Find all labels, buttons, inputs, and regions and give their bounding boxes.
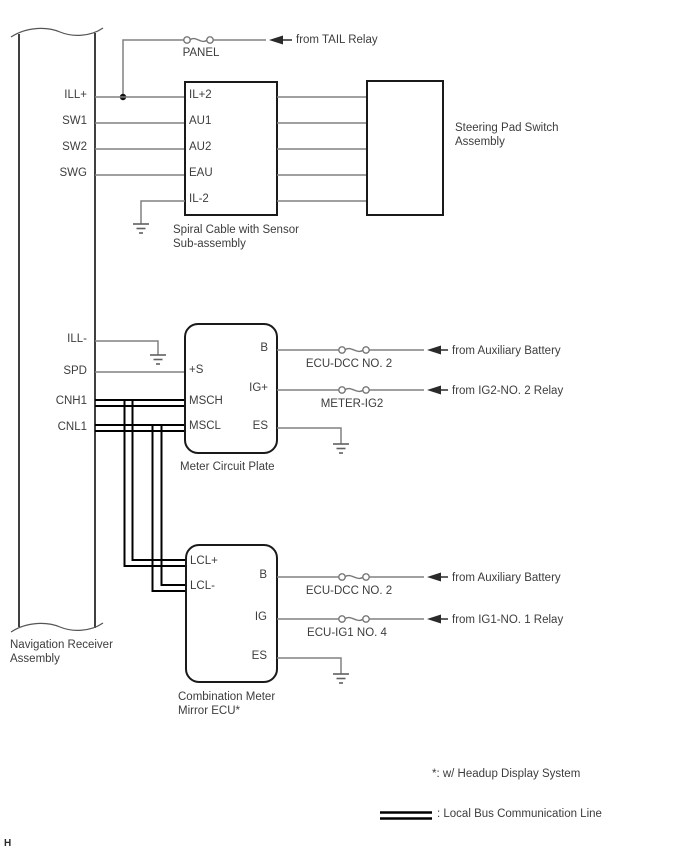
- meter-ig-source-label: from IG2-NO. 2 Relay: [452, 385, 563, 397]
- meter-circuit-plate-label: Meter Circuit Plate: [180, 461, 275, 473]
- pin-ill-minus: ILL-: [67, 333, 87, 345]
- headup-note: *: w/ Headup Display System: [432, 768, 580, 780]
- ill-minus-ground: [95, 340, 166, 365]
- local-bus-lines: [95, 399, 187, 592]
- ground-icon: [133, 223, 149, 234]
- combination-b-circuit: ECU-DCC NO. 2 from Auxiliary Battery: [277, 572, 561, 597]
- break-line-top: [10, 27, 104, 38]
- page-marker: H: [4, 838, 11, 849]
- meter-b-circuit: ECU-DCC NO. 2 from Auxiliary Battery: [277, 345, 561, 370]
- fuse-terminal: [206, 36, 214, 44]
- local-bus-legend-icon: [380, 811, 432, 820]
- pin-sw1: SW1: [62, 115, 87, 127]
- pin-au2: AU2: [189, 141, 211, 153]
- spiral-cable-label-2: Sub-assembly: [173, 238, 246, 250]
- pin-cnh1: CNH1: [56, 395, 87, 407]
- pin-lcl-plus: LCL+: [190, 555, 218, 567]
- fuse-element: [344, 347, 364, 353]
- pin-swg: SWG: [60, 167, 88, 179]
- fuse-element: [344, 616, 364, 622]
- ground-icon: [333, 443, 349, 454]
- combination-ig-source-label: from IG1-NO. 1 Relay: [452, 614, 563, 626]
- pin-meter-es: ES: [253, 420, 269, 432]
- pin-plus-s: +S: [189, 364, 204, 376]
- pin-il-minus2: IL-2: [189, 193, 209, 205]
- fuse-element: [344, 574, 364, 580]
- combination-meter-label-2: Mirror ECU*: [178, 705, 240, 717]
- pin-mscl: MSCL: [189, 420, 222, 432]
- pin-combi-ig: IG: [255, 611, 267, 623]
- local-bus-legend-label: : Local Bus Communication Line: [437, 808, 602, 820]
- combination-es-ground: [277, 657, 349, 684]
- pin-cnl1: CNL1: [58, 421, 87, 433]
- combination-meter-box: LCL+ LCL- B IG ES Combination Meter Mirr…: [178, 544, 278, 717]
- panel-fuse-label: PANEL: [183, 47, 220, 59]
- combination-ig-fuse-label: ECU-IG1 NO. 4: [307, 627, 387, 639]
- fuse-terminal: [362, 346, 370, 354]
- navigation-receiver-box: Navigation Receiver Assembly: [10, 27, 113, 665]
- combination-b-source-label: from Auxiliary Battery: [452, 572, 561, 584]
- arrow-left-icon: [427, 572, 441, 582]
- steering-pad-label-1: Steering Pad Switch: [455, 122, 559, 134]
- fuse-terminal: [362, 573, 370, 581]
- pin-lcl-minus: LCL-: [190, 580, 215, 592]
- steering-pad-label-2: Assembly: [455, 136, 505, 148]
- navigation-receiver-label-1: Navigation Receiver: [10, 639, 113, 651]
- meter-b-fuse-label: ECU-DCC NO. 2: [306, 358, 392, 370]
- combination-meter-label-1: Combination Meter: [178, 691, 275, 703]
- fuse-terminal: [338, 346, 346, 354]
- arrow-left-icon: [427, 614, 441, 624]
- fuse-terminal: [183, 36, 191, 44]
- nav-to-spiral-wires: [95, 96, 185, 176]
- fuse-element: [344, 387, 364, 393]
- navigation-receiver-pins: ILL+ SW1 SW2 SWG ILL- SPD CNH1 CNL1: [56, 89, 88, 433]
- meter-circuit-plate-box: +S MSCH MSCL B IG+ ES Meter Circuit Plat…: [180, 323, 278, 473]
- tail-relay-circuit: PANEL from TAIL Relay: [119, 34, 378, 101]
- pin-combi-es: ES: [252, 650, 268, 662]
- pin-meter-ig-plus: IG+: [249, 382, 268, 394]
- arrow-left-icon: [427, 345, 441, 355]
- tail-relay-source-label: from TAIL Relay: [296, 34, 378, 46]
- combination-ig-circuit: ECU-IG1 NO. 4 from IG1-NO. 1 Relay: [277, 614, 563, 639]
- pin-spd: SPD: [63, 365, 87, 377]
- fuse-terminal: [362, 615, 370, 623]
- pin-eau: EAU: [189, 167, 213, 179]
- pin-meter-b: B: [260, 342, 268, 354]
- navigation-receiver-label-2: Assembly: [10, 653, 60, 665]
- il-minus2-ground: [133, 200, 185, 234]
- fuse-terminal: [362, 386, 370, 394]
- break-line-bottom: [10, 622, 104, 633]
- pin-msch: MSCH: [189, 395, 223, 407]
- spiral-to-steering-wires: [277, 96, 367, 202]
- meter-b-source-label: from Auxiliary Battery: [452, 345, 561, 357]
- pin-au1: AU1: [189, 115, 211, 127]
- footnotes: *: w/ Headup Display System : Local Bus …: [380, 768, 602, 820]
- fuse-terminal: [338, 573, 346, 581]
- meter-ig-circuit: METER-IG2 from IG2-NO. 2 Relay: [277, 385, 563, 410]
- pin-il-plus2: IL+2: [189, 89, 212, 101]
- spiral-cable-label-1: Spiral Cable with Sensor: [173, 224, 299, 236]
- meter-es-ground: [277, 427, 349, 454]
- pin-ill-plus: ILL+: [64, 89, 87, 101]
- arrow-left-icon: [269, 35, 283, 45]
- pin-sw2: SW2: [62, 141, 87, 153]
- combination-b-fuse-label: ECU-DCC NO. 2: [306, 585, 392, 597]
- ground-icon: [333, 673, 349, 684]
- pin-combi-b: B: [259, 569, 267, 581]
- ground-icon: [150, 354, 166, 365]
- fuse-element: [189, 37, 208, 43]
- arrow-left-icon: [427, 385, 441, 395]
- spiral-cable-box: IL+2 AU1 AU2 EAU IL-2 Spiral Cable with …: [173, 81, 299, 250]
- fuse-terminal: [338, 386, 346, 394]
- fuse-terminal: [338, 615, 346, 623]
- meter-ig-fuse-label: METER-IG2: [321, 398, 384, 410]
- steering-pad-switch-box: Steering Pad Switch Assembly: [366, 80, 559, 216]
